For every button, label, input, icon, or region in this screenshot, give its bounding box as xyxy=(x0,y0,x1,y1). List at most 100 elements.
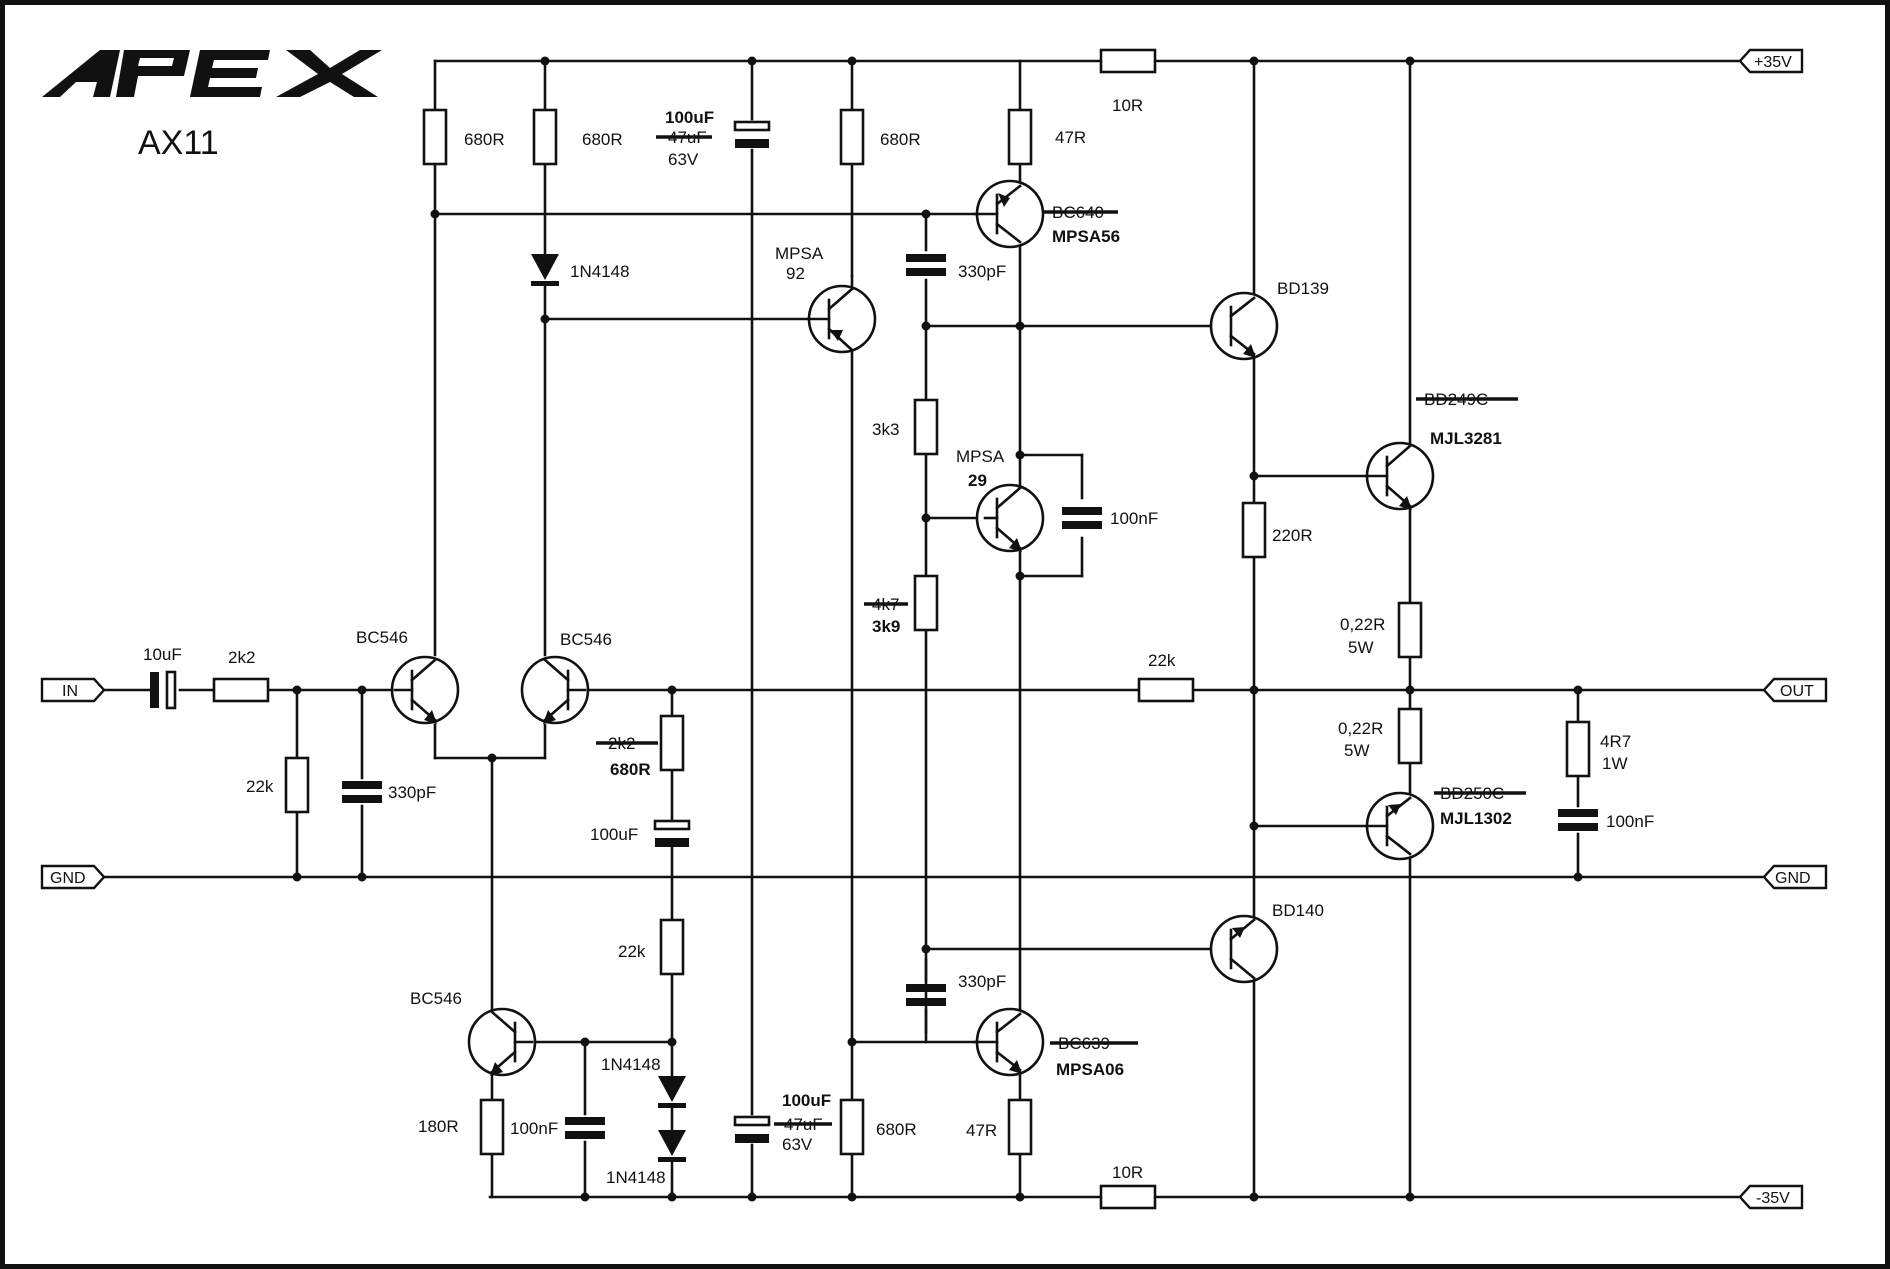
resistor-zobel xyxy=(1565,720,1591,778)
resistor-r3k3 xyxy=(913,398,939,456)
label-r-fb-new: 680R xyxy=(610,760,651,779)
label-r022-bot-a: 0,22R xyxy=(1338,719,1383,738)
transistor-mjl3281 xyxy=(1365,441,1435,511)
apex-logo: AX11 xyxy=(42,50,382,162)
transistor-mpsa29 xyxy=(975,483,1045,553)
svg-text:+35V: +35V xyxy=(1754,54,1792,71)
label-c-fb: 100uF xyxy=(590,825,638,844)
label-r680-b: 680R xyxy=(582,130,623,149)
capacitor-330pf-input xyxy=(342,781,382,803)
wires xyxy=(100,59,1767,1199)
resistor-r680-feedback xyxy=(659,714,685,772)
port-gnd-left: GND xyxy=(40,864,106,890)
label-r022-top-b: 5W xyxy=(1348,638,1374,657)
transistor-bd139 xyxy=(1209,291,1279,361)
svg-text:GND: GND xyxy=(50,870,86,887)
label-r-vbe-new: 3k9 xyxy=(872,617,900,636)
label-r10-top: 10R xyxy=(1112,96,1143,115)
resistor-r022-bottom xyxy=(1397,707,1423,765)
label-r47-bot: 47R xyxy=(966,1121,997,1140)
capacitor-330pf-top xyxy=(906,254,946,276)
label-r220: 220R xyxy=(1272,526,1313,545)
label-r22k-bias: 22k xyxy=(618,942,646,961)
capacitor-100uf-bottom xyxy=(733,1115,771,1145)
transistor-bc546-a xyxy=(390,655,460,725)
capacitor-100nf-vbe xyxy=(1062,507,1102,529)
label-r680-a: 680R xyxy=(464,130,505,149)
label-q-top-new: MPSA56 xyxy=(1052,227,1120,246)
transistor-mpsa92 xyxy=(806,284,877,354)
resistor-r022-top xyxy=(1397,601,1423,659)
diode-bottom-a xyxy=(658,1076,686,1108)
resistor-r47-top xyxy=(1007,108,1033,166)
label-c330-top: 330pF xyxy=(958,262,1006,281)
label-mpsa29-b: 29 xyxy=(968,471,987,490)
label-r180: 180R xyxy=(418,1117,459,1136)
resistor-r220 xyxy=(1241,501,1267,559)
resistor-r3k9 xyxy=(913,574,939,632)
port-out: OUT xyxy=(1762,677,1828,703)
resistor-r180 xyxy=(479,1098,505,1156)
label-mpsa29-a: MPSA xyxy=(956,447,1005,466)
model-name: AX11 xyxy=(138,124,219,162)
label-q-in-a: BC546 xyxy=(356,628,408,647)
label-bd139: BD139 xyxy=(1277,279,1329,298)
port-vminus: -35V xyxy=(1738,1184,1804,1210)
resistor-r10-top xyxy=(1099,48,1157,74)
label-c-top-value: 100uF xyxy=(665,108,714,127)
label-diode-bot-b: 1N4148 xyxy=(606,1168,666,1187)
svg-text:GND: GND xyxy=(1775,870,1811,887)
capacitor-100nf-cs xyxy=(565,1117,605,1139)
label-zobel-r-b: 1W xyxy=(1602,754,1628,773)
label-r680-d: 680R xyxy=(876,1120,917,1139)
label-c-in-gnd: 330pF xyxy=(388,783,436,802)
label-r10-bot: 10R xyxy=(1112,1163,1143,1182)
label-q-in-b: BC546 xyxy=(560,630,612,649)
diode-bottom-b xyxy=(658,1130,686,1162)
label-c100n-cs: 100nF xyxy=(510,1119,558,1138)
transistor-mpsa06 xyxy=(973,1007,1045,1077)
resistor-r22k-input xyxy=(284,756,310,814)
resistor-r22k-feedback xyxy=(1137,677,1195,703)
capacitor-100uf-top xyxy=(733,120,771,150)
resistor-r680-d xyxy=(839,1098,865,1156)
label-diode-top: 1N4148 xyxy=(570,262,630,281)
port-gnd-right: GND xyxy=(1762,864,1828,890)
component-labels: 680R 680R 100uF 47uF 63V 680R 47R 10R 1N… xyxy=(143,96,1654,1187)
resistor-r680-c xyxy=(839,108,865,166)
label-c-bot-volt: 63V xyxy=(782,1135,813,1154)
capacitor-10uf-input xyxy=(150,670,177,710)
label-mpsa92-a: MPSA xyxy=(775,244,824,263)
resistor-r2k2-input xyxy=(212,677,270,703)
port-in: IN xyxy=(40,677,106,703)
svg-text:OUT: OUT xyxy=(1780,683,1814,700)
transistor-bd140 xyxy=(1209,914,1279,984)
label-r3k3: 3k3 xyxy=(872,420,899,439)
resistor-r47-bottom xyxy=(1007,1098,1033,1156)
label-c-top-volt: 63V xyxy=(668,150,699,169)
port-vplus: +35V xyxy=(1738,48,1804,74)
label-zobel-r-a: 4R7 xyxy=(1600,732,1631,751)
transistor-bc546-cs xyxy=(467,1007,537,1077)
label-q-cs: BC546 xyxy=(410,989,462,1008)
capacitor-100uf-feedback xyxy=(653,819,691,849)
label-c330-bot: 330pF xyxy=(958,972,1006,991)
transistor-mjl1302 xyxy=(1365,791,1435,861)
resistor-r22k-bias xyxy=(659,918,685,976)
transistor-mpsa56 xyxy=(973,179,1045,249)
svg-text:-35V: -35V xyxy=(1756,1190,1790,1207)
capacitor-100nf-zobel xyxy=(1558,809,1598,831)
label-r680-c: 680R xyxy=(880,130,921,149)
resistor-r680-b xyxy=(532,108,558,166)
label-r-in: 2k2 xyxy=(228,648,255,667)
label-q-bot-new: MPSA06 xyxy=(1056,1060,1124,1079)
label-r47-top: 47R xyxy=(1055,128,1086,147)
label-bd140: BD140 xyxy=(1272,901,1324,920)
label-q-out-bot-new: MJL1302 xyxy=(1440,809,1512,828)
label-r-in-gnd: 22k xyxy=(246,777,274,796)
transistor-bc546-b xyxy=(520,655,590,725)
label-diode-bot-a: 1N4148 xyxy=(601,1055,661,1074)
diode-top xyxy=(531,254,559,286)
label-mpsa92-b: 92 xyxy=(786,264,805,283)
